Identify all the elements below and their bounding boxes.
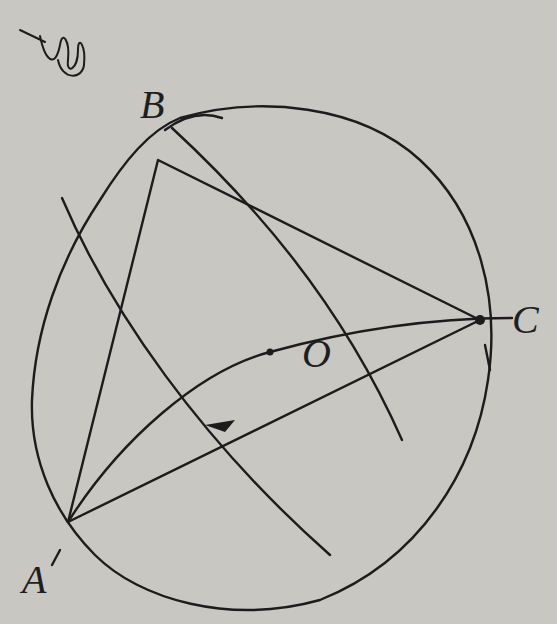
point-label: B: [140, 85, 164, 125]
mark: [205, 420, 235, 432]
point-label: C: [512, 300, 539, 340]
triangle: [68, 160, 480, 522]
tick-mark: [485, 345, 490, 370]
construction-arc: [62, 198, 330, 555]
tick-mark: [52, 550, 60, 565]
scribble: [20, 30, 84, 76]
point-label: A: [22, 560, 46, 600]
circumcircle: [32, 106, 491, 609]
center-point: [267, 349, 274, 356]
vertex-point: [475, 315, 485, 325]
construction-arc: [172, 128, 402, 440]
arc-through-a-c: [68, 318, 512, 522]
point-label: O: [302, 334, 331, 374]
construction-arc: [165, 115, 222, 130]
